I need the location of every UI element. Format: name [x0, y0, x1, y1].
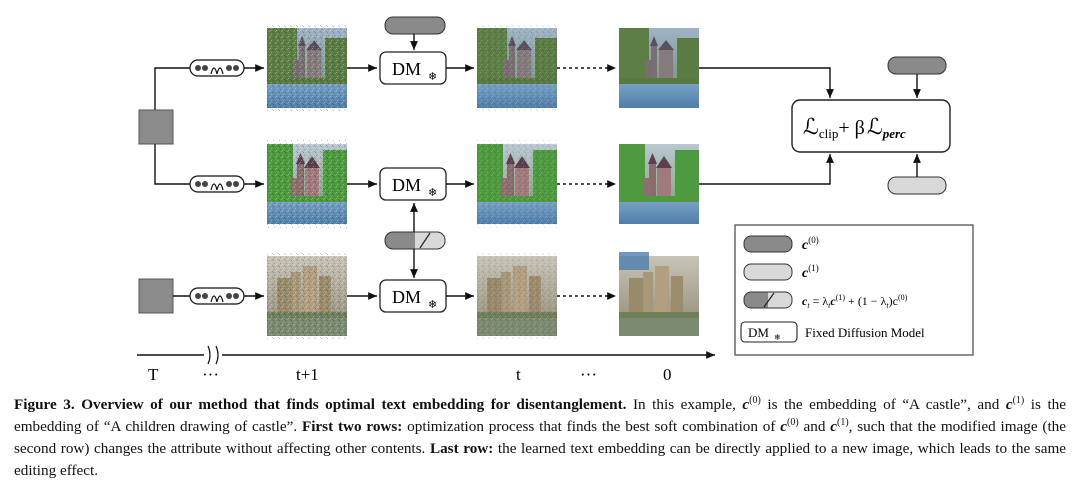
figure-caption: Figure 3. Overview of our method that fi…: [14, 394, 1067, 479]
legend-swatch-c0: [743, 235, 793, 253]
image-row2-final: [619, 144, 699, 224]
repeat-chain-icon: [189, 287, 245, 305]
loss-box: ℒclip+ βℒperc: [791, 99, 951, 153]
legend-swatch-ct: [743, 291, 793, 309]
figure-title: Overview of our method that finds optima…: [81, 396, 627, 413]
dm-box-row1: DM ❄: [379, 51, 447, 85]
repeat-chain-icon: [189, 175, 245, 193]
axis-label-dots-2: ···: [580, 365, 597, 384]
legend-swatch-dm: DM ❄: [740, 321, 798, 343]
loss-script-l2: ℒ: [867, 114, 883, 139]
embedding-ct-mixed: [384, 231, 446, 250]
legend-ct-formula: ct = λtc(1) + (1 − λt)c(0): [802, 293, 908, 310]
image-row1-final: [619, 28, 699, 108]
legend-dm-label: DM: [748, 325, 769, 340]
legend-c1-symbol: c: [802, 266, 809, 281]
dm-box-row2: DM ❄: [379, 167, 447, 201]
legend-swatch-c1: [743, 263, 793, 281]
dm-label: DM: [392, 175, 421, 195]
embedding-c0-top: [384, 16, 446, 35]
image-row2-t-plus-1: [267, 140, 347, 228]
loss-clip-sub: clip: [819, 126, 839, 141]
snowflake-icon: ❄: [428, 299, 437, 311]
axis-label-dots-1: ···: [202, 365, 219, 384]
repeat-chain-icon: [189, 59, 245, 77]
axis-break-icon: [207, 345, 219, 365]
branch-line-bottom: [154, 144, 190, 185]
snowflake-icon: ❄: [428, 71, 437, 83]
image-row1-t: [477, 24, 557, 112]
method-diagram: DM ❄ DM ❄: [137, 16, 974, 384]
legend-c0-sup: (0): [808, 235, 819, 245]
row-3: DM ❄: [138, 252, 699, 340]
dm-label: DM: [392, 59, 421, 79]
caption-first-two-rows: First two rows:: [301, 418, 403, 435]
embedding-c0-loss: [887, 56, 947, 75]
loss-script-l: ℒ: [803, 114, 819, 139]
embedding-c1-loss: [887, 176, 947, 195]
image-row2-t: [477, 140, 557, 228]
loss-perc-sub: perc: [882, 126, 906, 141]
dm-box-row3: DM ❄: [379, 279, 447, 313]
axis-label-T: T: [148, 365, 159, 384]
image-row3-t: [477, 252, 557, 340]
caption-last-row: Last row:: [429, 440, 494, 457]
noise-square-top: [138, 109, 174, 145]
dm-label: DM: [392, 287, 421, 307]
time-axis: T ··· t+1 t ··· 0: [137, 345, 715, 384]
row-1: DM ❄: [154, 16, 834, 112]
image-row1-t-plus-1: [267, 24, 347, 112]
image-row3-t-plus-1: [267, 252, 347, 340]
snowflake-icon: ❄: [774, 333, 781, 342]
svg-text:ℒclip+ βℒperc: ℒclip+ βℒperc: [803, 114, 906, 141]
legend-c1-sup: (1): [808, 263, 819, 273]
svg-text:c(0): c(0): [802, 235, 819, 253]
noise-square-bottom: [138, 278, 174, 314]
math-c0: c: [742, 396, 750, 413]
axis-label-0: 0: [663, 365, 672, 384]
image-row3-final: [619, 252, 699, 336]
loss-plus-beta: + β: [838, 117, 864, 139]
branch-line-top: [154, 67, 190, 110]
legend-c0-symbol: c: [802, 238, 809, 253]
axis-label-t-plus-1: t+1: [296, 365, 319, 384]
axis-label-t: t: [516, 365, 521, 384]
legend-fixed-dm-text: Fixed Diffusion Model: [805, 325, 925, 340]
legend-box: c(0) c(1) ct = λtc(1) + (1 − λt)c(0) DM …: [734, 224, 974, 356]
snowflake-icon: ❄: [428, 187, 437, 199]
svg-text:c(1): c(1): [802, 263, 819, 281]
row-2: DM ❄: [154, 140, 834, 228]
math-c1: c: [1005, 396, 1013, 413]
figure-label: Figure 3.: [14, 396, 75, 413]
